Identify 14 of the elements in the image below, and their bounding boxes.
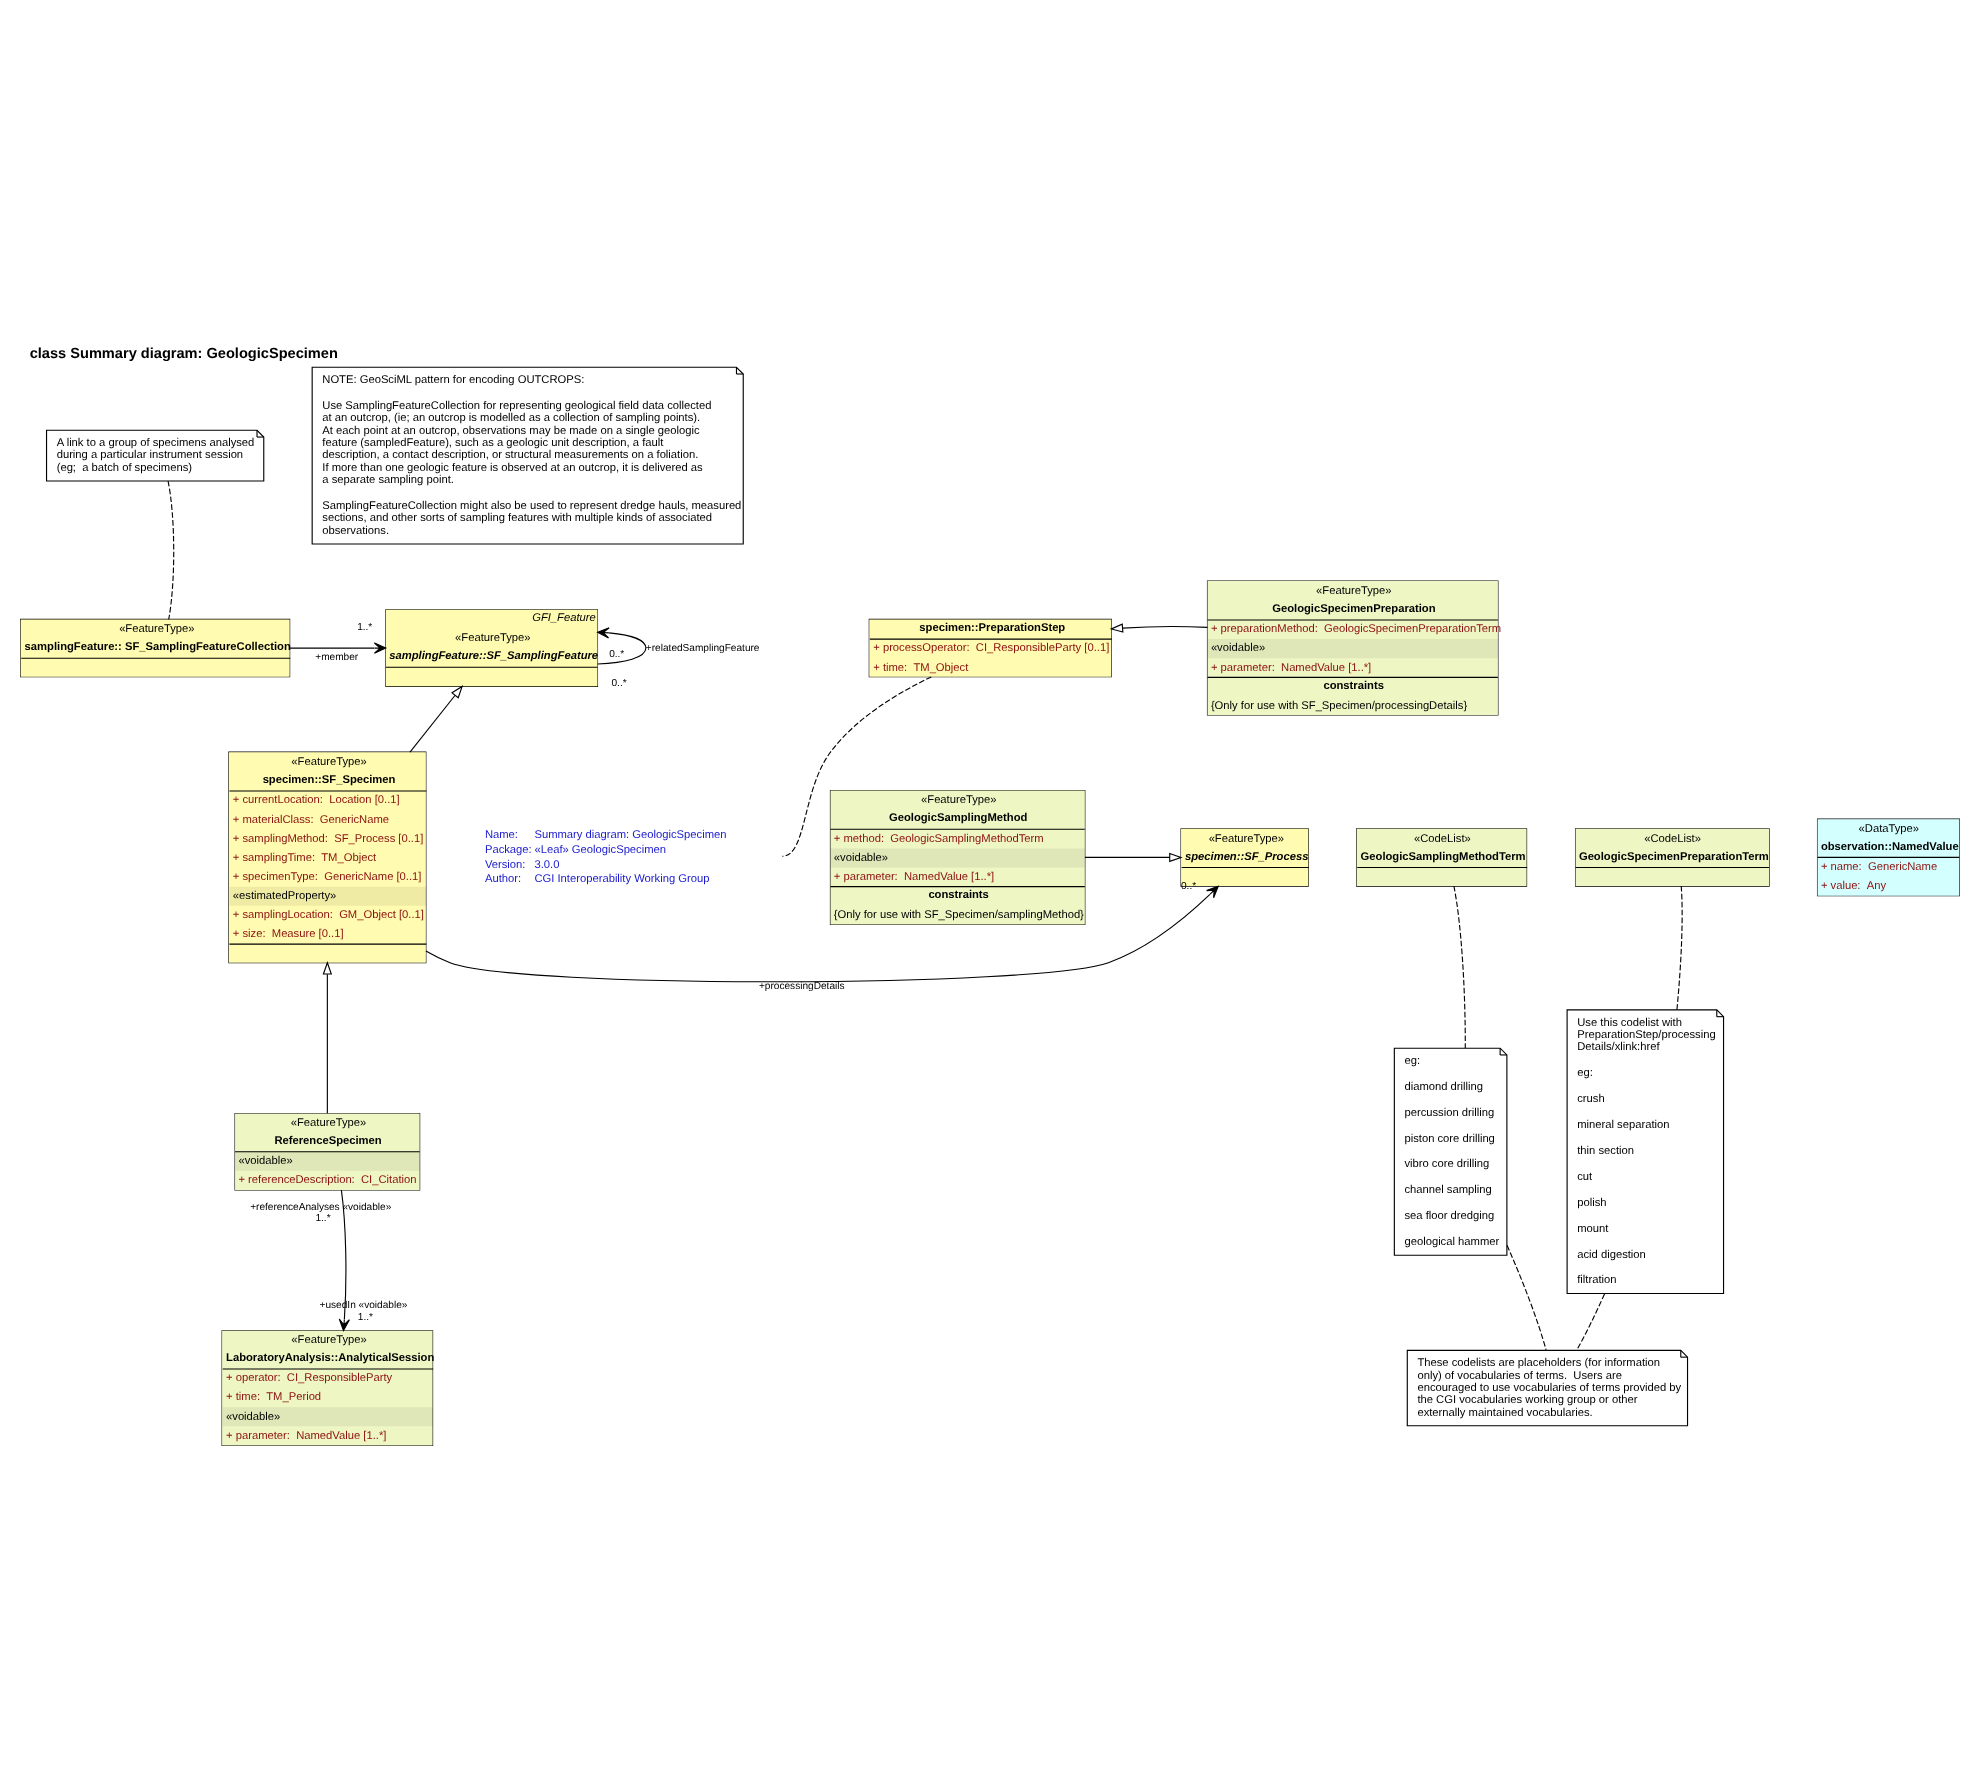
arrow [289, 641, 387, 653]
arrow [409, 684, 464, 752]
arrow [1109, 622, 1209, 632]
connector [1506, 1243, 1547, 1350]
arrow [1084, 851, 1183, 862]
connector [1576, 1292, 1606, 1350]
arrow [597, 626, 647, 664]
arrow [338, 1188, 350, 1331]
connector [1676, 884, 1683, 1010]
connector [1453, 884, 1466, 1048]
connector [167, 479, 175, 619]
arrow [322, 960, 333, 1113]
connector [781, 675, 932, 856]
arrow [425, 884, 1219, 982]
